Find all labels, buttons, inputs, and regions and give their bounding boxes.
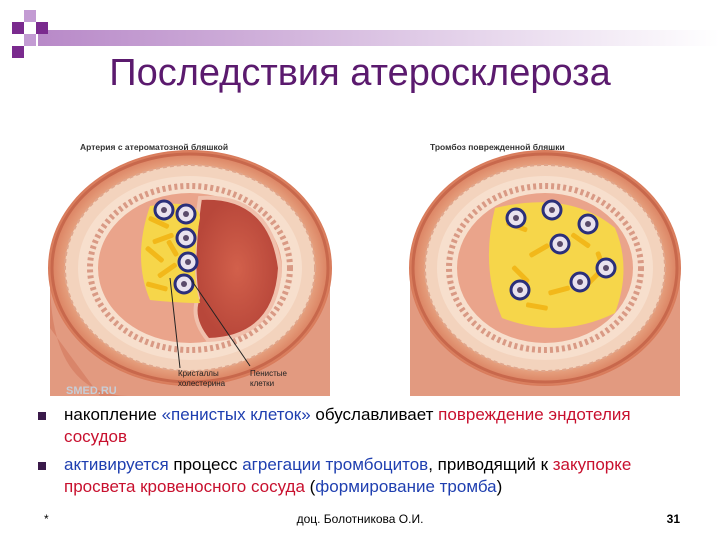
artery-illustration: Артерия с атероматозной бляшкой	[48, 142, 681, 396]
watermark: SMED.RU	[66, 385, 117, 396]
bullet1-text-2: «пенистых клеток»	[161, 405, 311, 424]
footer-author: доц. Болотникова О.И.	[296, 512, 424, 526]
left-caption: Артерия с атероматозной бляшкой	[80, 142, 228, 152]
bullet2-text-7: формирование тромба	[315, 477, 497, 496]
slide-title: Последствия атеросклероза	[109, 52, 611, 94]
label-foam-line2: клетки	[250, 379, 274, 388]
label-crystals-line1: Кристаллы	[178, 369, 219, 378]
bullet-square-icon	[38, 412, 46, 420]
bullet2-text-4: , приводящий к	[428, 455, 553, 474]
bullet1-text-3: обуславливает	[310, 405, 439, 424]
left-artery	[48, 150, 332, 396]
page-number: 31	[666, 512, 680, 526]
label-crystals-line2: холестерина	[178, 379, 226, 388]
right-artery	[409, 150, 681, 396]
bullet1-text-1: накопление	[64, 405, 162, 424]
footer-left-marker: *	[44, 512, 49, 526]
bullet-item-thrombocytes: активируется процесс агрегации тромбоцит…	[36, 454, 696, 498]
bullet2-text-1: активируется	[64, 455, 169, 474]
header-decoration	[12, 10, 720, 58]
bullet2-text-6: (	[304, 477, 316, 496]
label-foam-line1: Пенистые	[250, 369, 288, 378]
bullet2-text-2: процесс	[168, 455, 243, 474]
bullet2-text-3: агрегации тромбоцитов	[242, 455, 429, 474]
bullet2-text-8: )	[496, 477, 503, 496]
bullet-square-icon	[38, 462, 46, 470]
bullet1-text-4: повреждение эндотелия сосудов	[64, 405, 631, 446]
bullet-item-foam-cells: накопление «пенистых клеток» обуславлива…	[36, 404, 696, 448]
bullet-list: накопление «пенистых клеток» обуславлива…	[36, 404, 696, 504]
right-caption: Тромбоз поврежденной бляшки	[430, 142, 565, 152]
bullet2-text-5: закупорке просвета кровеносного сосуда	[64, 455, 632, 496]
